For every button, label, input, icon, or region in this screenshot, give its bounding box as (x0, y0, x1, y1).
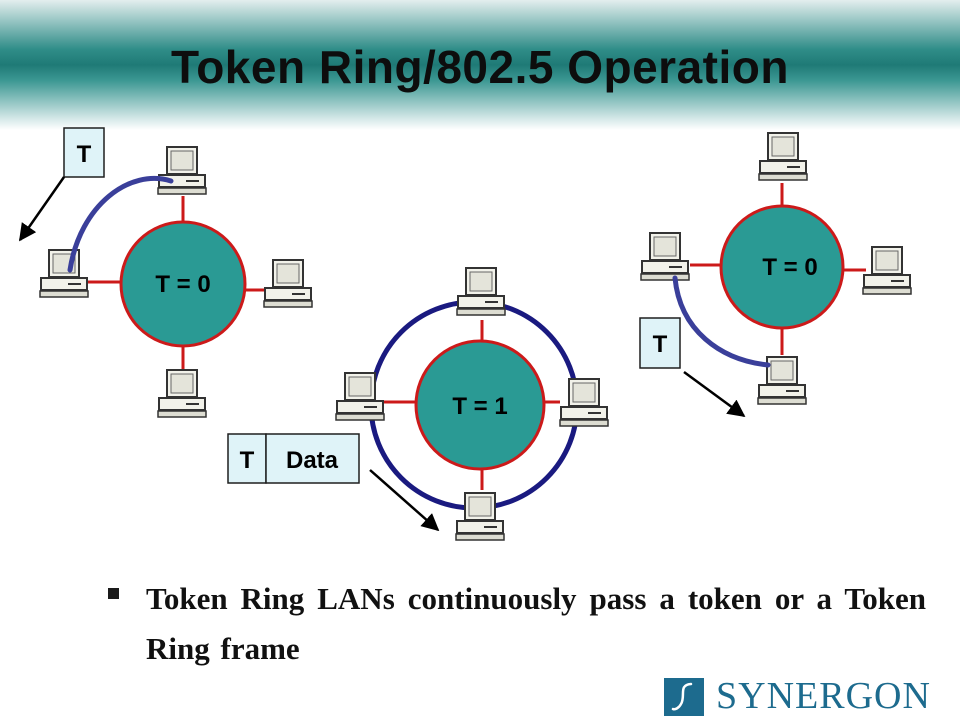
ring-label: T = 0 (155, 271, 210, 298)
bullet-text: Token Ring LANs continuously pass a toke… (146, 581, 926, 666)
computer-icon (455, 492, 505, 541)
ring-circle (414, 339, 546, 471)
computer-icon (862, 246, 912, 295)
token-label: T (653, 331, 668, 358)
ring-right: T = 0 T (639, 132, 912, 418)
ring-label: T = 1 (452, 393, 507, 420)
computer-icon (157, 146, 207, 195)
ring-circle (719, 204, 845, 330)
token-label: T (77, 141, 92, 168)
token-path-arc (67, 175, 174, 273)
computer-icon (39, 249, 89, 298)
computer-icon (559, 378, 609, 427)
token-path-arc (672, 275, 771, 368)
token-box (639, 317, 681, 369)
computer-icon (758, 132, 808, 181)
frame-arrow (369, 469, 440, 532)
synergon-logo-text: SYNERGON (716, 675, 931, 717)
computer-icon (640, 232, 690, 281)
ring-circle (119, 220, 247, 348)
computer-icon (157, 369, 207, 418)
token-arrow (18, 176, 66, 242)
computer-icon (335, 372, 385, 421)
token-arrow (683, 370, 746, 418)
frame-data-field (265, 433, 360, 484)
ring-label: T = 0 (762, 254, 817, 281)
synergon-logo-icon (664, 678, 704, 716)
token-box (63, 127, 105, 178)
frame-data-label: Data (286, 447, 339, 474)
computer-icon (263, 259, 313, 308)
bullet-square-icon (108, 588, 119, 599)
computer-icon (456, 267, 506, 316)
ring-left: T = 0 T (18, 127, 313, 418)
ring-middle: T = 1 T Data (227, 267, 609, 541)
header-band (0, 0, 960, 130)
frame-token-label: T (240, 447, 255, 474)
page-title: Token Ring/802.5 Operation (171, 41, 789, 93)
